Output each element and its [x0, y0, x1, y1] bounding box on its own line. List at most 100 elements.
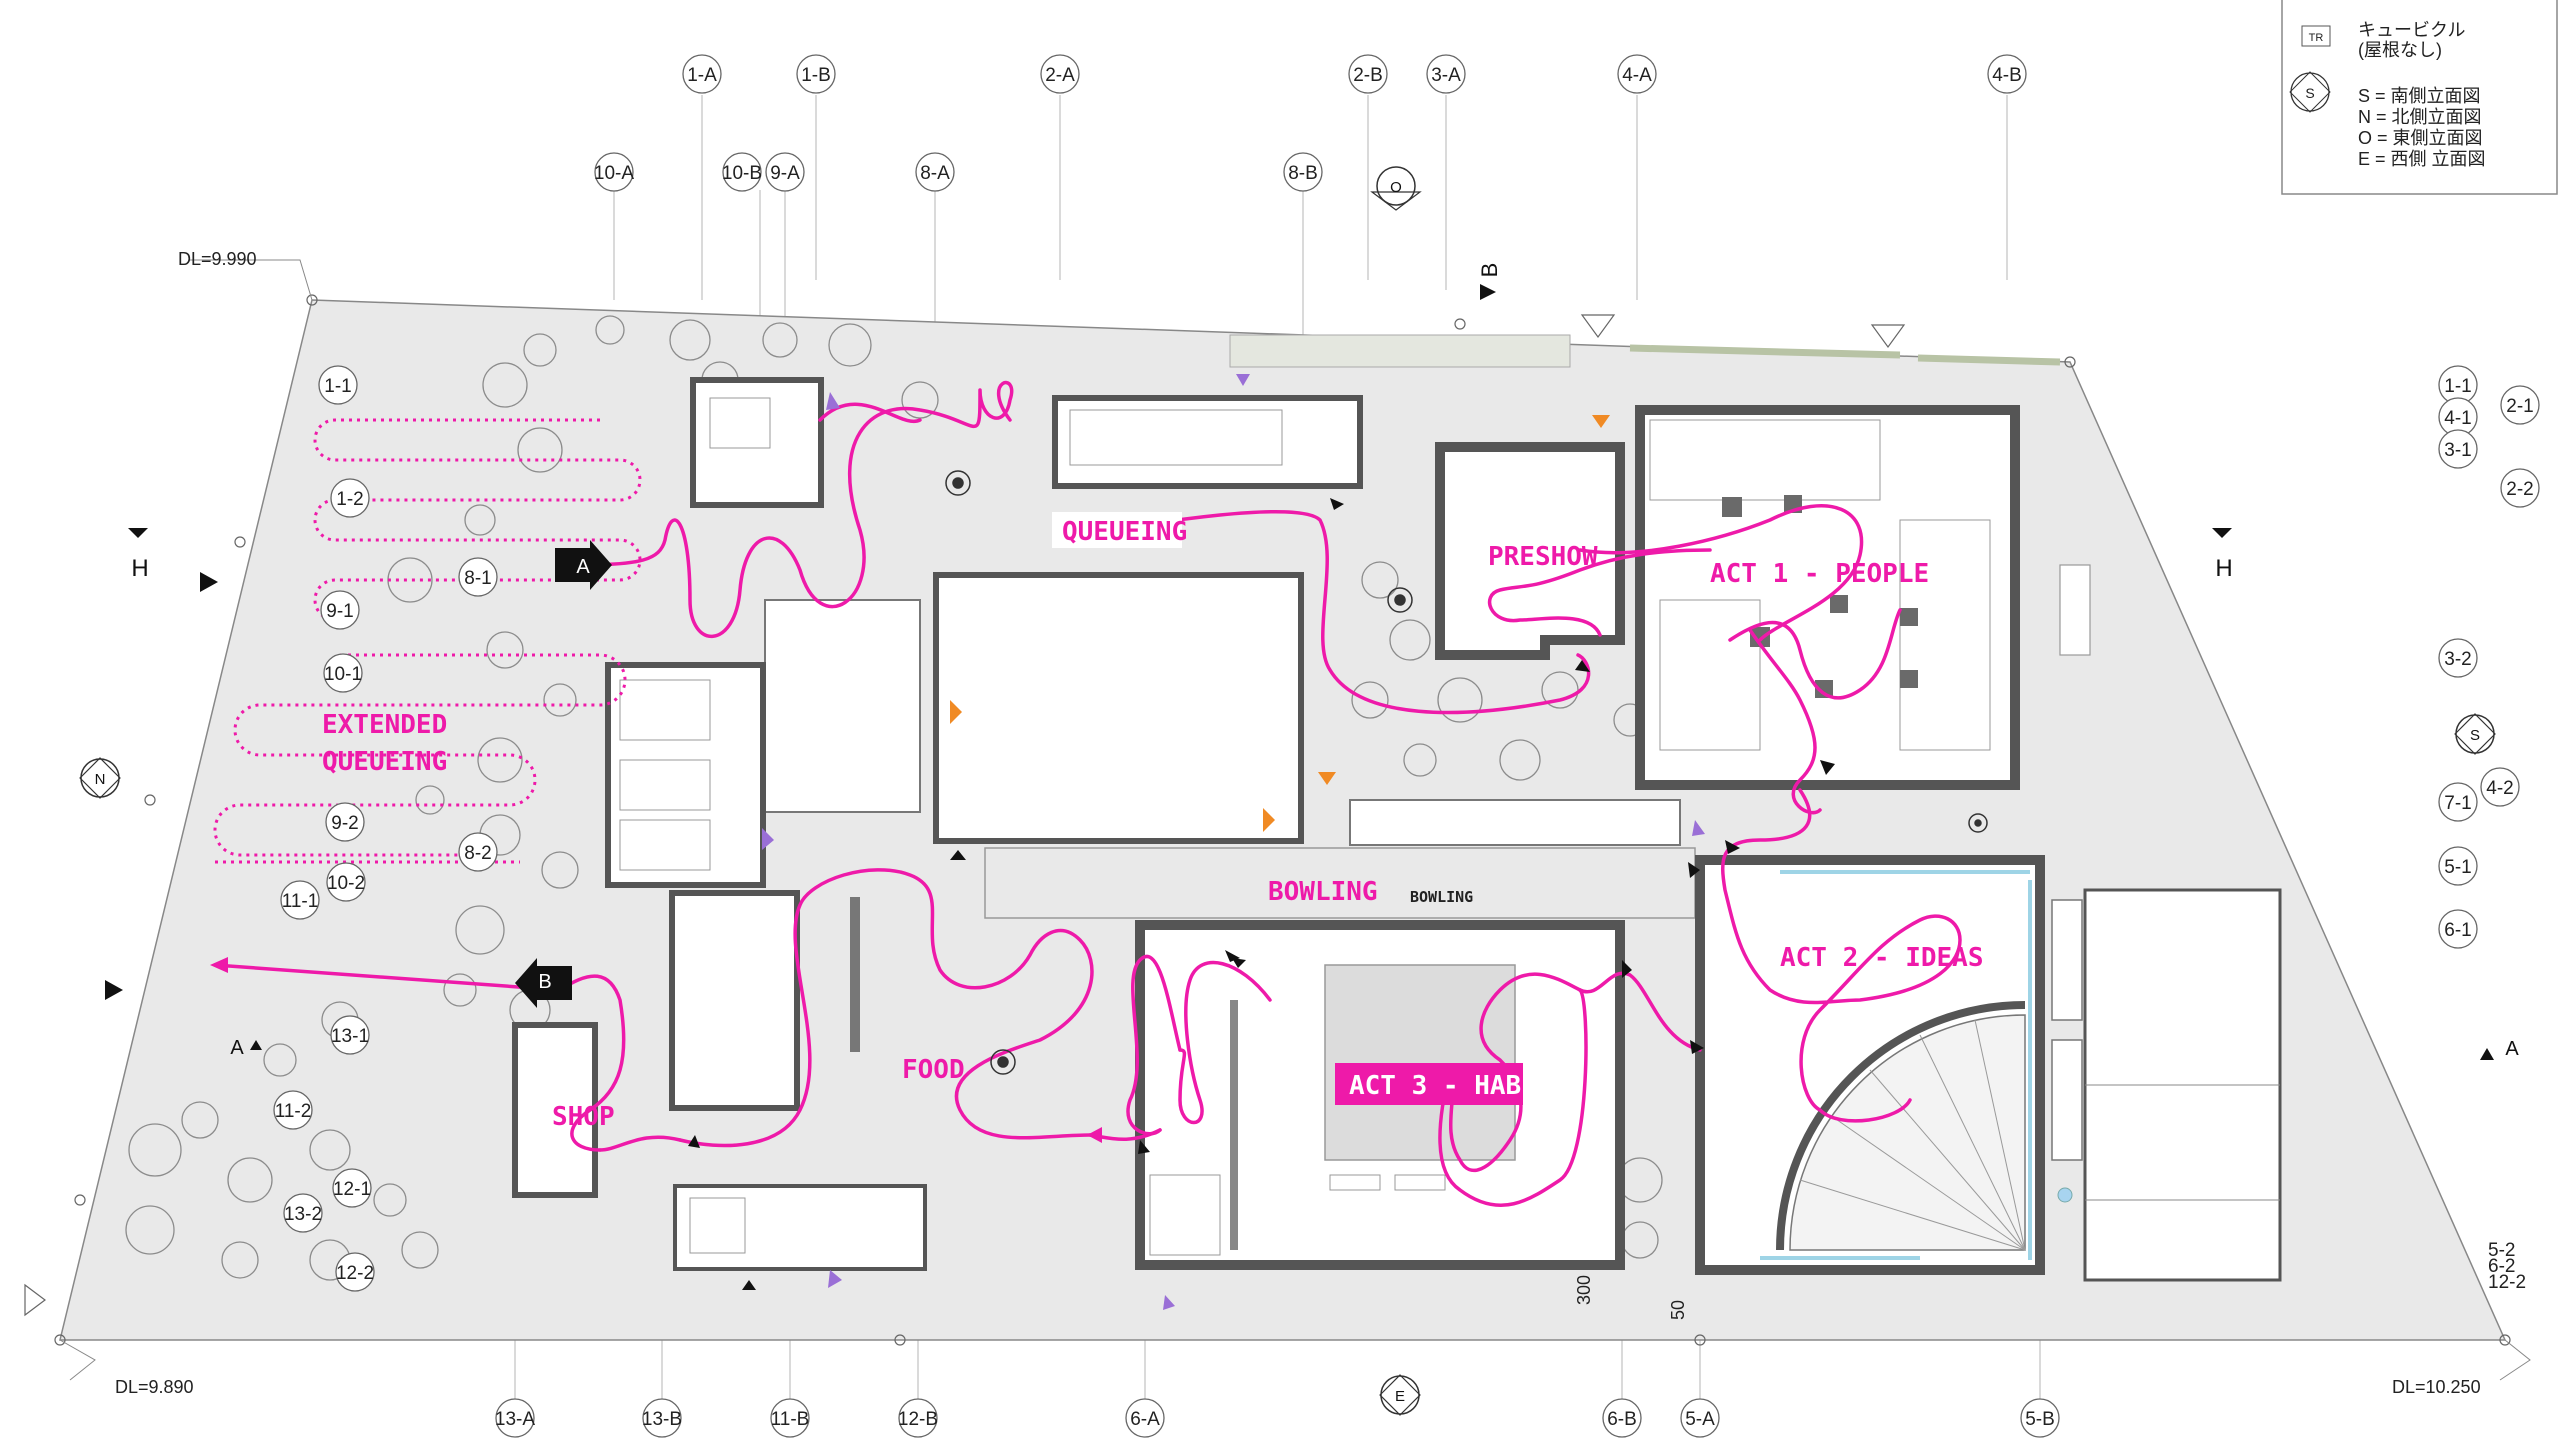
food-kiosk	[669, 890, 800, 1111]
exit-marker-label: B	[538, 971, 551, 993]
grid-col-label: 4-A	[1622, 65, 1652, 86]
section-marker-a-left: A	[105, 980, 262, 1059]
elevation-o-label: O	[1390, 179, 1402, 196]
section-marker-h-right: H	[2212, 528, 2233, 582]
preshow-room	[1435, 442, 1625, 660]
section-a-right-label: A	[2505, 1038, 2519, 1060]
grid-col-label: 13-A	[495, 1409, 535, 1430]
entry-marker-label: A	[576, 556, 590, 578]
dimension-50: 50	[1668, 1300, 1688, 1320]
building-walls	[512, 334, 2282, 1282]
legend-cubicle-text-1: キュービクル	[2358, 20, 2465, 40]
grid-col-label: 8-B	[1288, 163, 1318, 184]
grid-row-label: 13-2	[284, 1204, 322, 1225]
grid-row-label: 2-2	[2506, 479, 2533, 500]
grid-bubbles-right: 1-1 4-1 2-1 3-1 2-2 3-2 4-2 7-1 5-1 6-1 …	[2438, 365, 2540, 1293]
grid-row-label: 2-1	[2506, 396, 2533, 417]
grid-bubbles-upper: 10-A 10-B 9-A 8-A 8-B	[594, 152, 1323, 192]
elevation-marker-north: N	[79, 757, 121, 799]
elevation-n-label: N	[95, 771, 106, 788]
boundary-markers	[54, 294, 2511, 1346]
grid-col-label: 2-A	[1045, 65, 1075, 86]
grid-row-label: 5-1	[2444, 857, 2471, 878]
section-h-left-label: H	[131, 555, 148, 582]
zone-preshow: PRESHOW	[1488, 542, 1598, 572]
grid-row-label: 11-2	[275, 1101, 312, 1122]
zone-food: FOOD	[902, 1055, 965, 1085]
legend-box: TR キュービクル (屋根なし) S S = 南側立面図 N = 北側立面図 O…	[2281, 0, 2558, 195]
section-marker-h-left: H	[128, 528, 218, 592]
zone-act1: ACT 1 - PEOPLE	[1710, 559, 1929, 589]
grid-row-label: 4-2	[2486, 778, 2513, 799]
grid-row-label: 1-1	[324, 376, 351, 397]
central-hall	[933, 572, 1304, 844]
grid-row-label: 7-1	[2444, 793, 2471, 814]
legend-elevation-symbol: S	[2305, 85, 2314, 101]
grid-col-label: 6-B	[1607, 1409, 1637, 1430]
grid-row-label: 11-1	[282, 891, 319, 912]
grid-row-label: 8-2	[464, 843, 491, 864]
queue-canopy	[1052, 395, 1363, 489]
grid-row-label: 10-2	[327, 873, 365, 894]
restroom-block	[605, 662, 766, 888]
legend-cubicle-symbol: TR	[2309, 32, 2324, 44]
grid-col-label: 8-A	[920, 163, 950, 184]
grid-col-label: 4-B	[1992, 65, 2022, 86]
legend-cubicle-text-2: (屋根なし)	[2358, 40, 2442, 60]
grid-col-label: 10-B	[722, 163, 762, 184]
section-h-right-label: H	[2215, 555, 2232, 582]
grid-row-label: 13-1	[331, 1026, 369, 1047]
zone-extended-2: QUEUEING	[322, 747, 447, 777]
bowling-lane	[984, 847, 1696, 919]
section-a-left-label: A	[230, 1037, 244, 1059]
elevation-marker-west: O	[1370, 166, 1422, 211]
grid-row-label: 4-1	[2444, 408, 2471, 429]
section-marker-a-right: A	[2480, 1038, 2519, 1060]
datum-top-left: DL=9.990	[178, 249, 257, 269]
grid-row-label: 12-2	[2488, 1272, 2526, 1293]
elevation-e-label: E	[1395, 1388, 1405, 1405]
elevation-marker-south: S	[2454, 713, 2496, 755]
edge-triangles	[24, 314, 1906, 1317]
extended-queue-path	[213, 418, 642, 864]
grid-row-label: 1-2	[336, 489, 363, 510]
purple-markers	[762, 374, 1705, 1310]
grid-row-label: 6-2	[2488, 1256, 2515, 1277]
elevation-s-label: S	[2470, 727, 2480, 744]
datum-bottom-right: DL=10.250	[2392, 1377, 2481, 1397]
orange-markers	[950, 415, 1610, 832]
grid-col-label: 6-A	[1130, 1409, 1160, 1430]
service-block	[673, 1184, 927, 1271]
habitat-pool	[1324, 964, 1516, 1161]
elevation-marker-east: E	[1379, 1374, 1421, 1416]
grid-row-label: 6-1	[2444, 920, 2471, 941]
grid-bubbles-top: 1-A 1-B 2-A 2-B 3-A 4-A 4-B	[682, 54, 2027, 94]
datum-bottom-left: DL=9.890	[115, 1377, 194, 1397]
grid-bubbles-bottom: 13-A 13-B 11-B 12-B 6-A 6-B 5-A 5-B	[495, 1398, 2060, 1438]
section-marker-b-top: B	[1477, 263, 1502, 300]
entry-marker[interactable]: A	[555, 540, 612, 590]
black-markers	[688, 498, 1835, 1290]
pavilion-north	[690, 377, 824, 508]
section-b-label: B	[1477, 263, 1502, 278]
grid-col-label: 5-A	[1685, 1409, 1715, 1430]
grid-row-label: 9-1	[326, 601, 353, 622]
zone-act3: ACT 3 - HABITAT	[1349, 1071, 1584, 1101]
dimension-300: 300	[1574, 1275, 1594, 1305]
grid-col-label: 11-B	[771, 1409, 810, 1430]
zone-bowling-small: BOWLING	[1410, 888, 1473, 906]
legend-line-e: E = 西側 立面図	[2358, 149, 2486, 169]
legend-line-o: O = 東側立面図	[2358, 128, 2483, 148]
grid-row-label: 12-2	[336, 1263, 374, 1284]
zone-bowling: BOWLING	[1268, 877, 1378, 907]
visitor-path	[213, 380, 1962, 1207]
grid-col-label: 10-A	[594, 163, 634, 184]
grid-bubbles-left: 1-1 1-2 9-1 10-1 8-1 9-2 8-2 10-2 11-1 1…	[273, 365, 498, 1292]
grid-col-label: 2-B	[1353, 65, 1383, 86]
zone-labels: EXTENDED QUEUEING QUEUEING PRESHOW ACT 1…	[322, 512, 1984, 1132]
grid-row-label: 3-1	[2444, 440, 2471, 461]
grid-row-label: 1-1	[2444, 376, 2471, 397]
grid-row-label: 10-1	[324, 664, 362, 685]
exit-marker[interactable]: B	[515, 958, 572, 1008]
